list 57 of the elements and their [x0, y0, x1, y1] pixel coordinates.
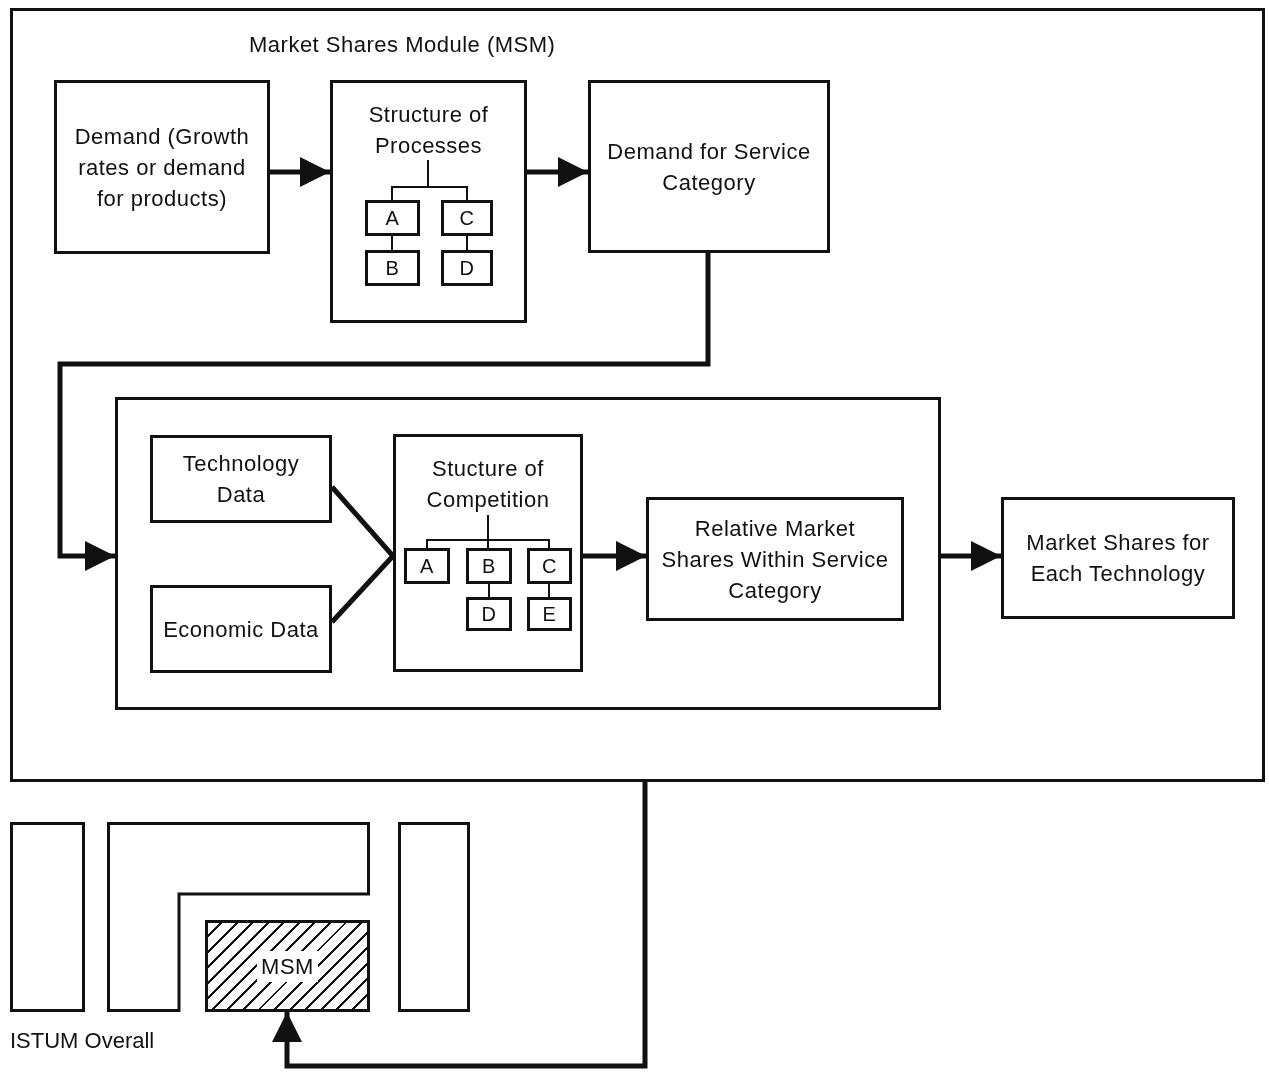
output-box: [646, 497, 904, 621]
connector-line: [487, 514, 550, 549]
tree-node-label: C: [542, 555, 557, 577]
tree-node-box: [466, 548, 512, 584]
tree-node-label: A: [385, 207, 400, 229]
tree-node-label: B: [385, 257, 400, 279]
tree-node-label: D: [481, 603, 497, 625]
tree-node-box: [404, 548, 450, 584]
connector-line: [427, 159, 468, 201]
caption-label: ISTUM Overall: [10, 1028, 155, 1054]
tree-node-label: E: [542, 603, 557, 625]
tree-node-box: [527, 597, 572, 631]
connector-line: [330, 554, 395, 624]
box-label: Demand (Growth rates or demand for products): [73, 122, 251, 213]
tree-node-box: [527, 548, 572, 584]
process-box: [54, 80, 270, 254]
arrow: [272, 782, 648, 1069]
output-box: [1001, 497, 1235, 619]
group-frame: [115, 397, 941, 710]
box-label: Market Shares for Each Technology: [1025, 529, 1211, 588]
tree-node-box: [441, 200, 493, 236]
module-box: [398, 822, 470, 1012]
tree-node-label: D: [459, 257, 475, 279]
tree-node-label: C: [459, 207, 475, 229]
box-label: Demand for Service Category: [606, 137, 812, 197]
module-frame: [10, 8, 1265, 782]
box-label: Relative Market Shares Within Service Category: [660, 514, 890, 605]
box-label: Technology Data: [181, 450, 301, 509]
connector-line: [391, 235, 393, 251]
arrow: [57, 253, 711, 571]
arrow: [941, 541, 1001, 571]
process-box: [393, 434, 583, 672]
tree-node-box: [365, 250, 420, 286]
arrow: [583, 541, 646, 571]
connector-line: [488, 583, 490, 598]
input-box: [150, 435, 332, 523]
module-outline: [107, 822, 370, 1012]
tree-node-label: A: [420, 555, 434, 577]
tree-node-box: [365, 200, 420, 236]
connector-line: [548, 583, 550, 598]
box-heading: Structure of Processes: [367, 101, 490, 160]
box-label: Economic Data: [162, 615, 320, 644]
box-label: MSM: [257, 950, 318, 982]
process-box: [330, 80, 527, 323]
arrow: [527, 157, 588, 187]
frame-title: Market Shares Module (MSM): [249, 31, 556, 59]
process-box: [588, 80, 830, 253]
tree-node-box: [441, 250, 493, 286]
box-heading: Stucture of Competition: [425, 455, 551, 514]
connector-line: [466, 235, 468, 251]
arrow: [270, 157, 330, 187]
tree-node-label: B: [482, 555, 496, 577]
tree-node-box: [466, 597, 512, 631]
connector-line: [330, 485, 395, 558]
input-box: [150, 585, 332, 673]
module-box: [10, 822, 85, 1012]
highlighted-module-box: [205, 920, 370, 1012]
